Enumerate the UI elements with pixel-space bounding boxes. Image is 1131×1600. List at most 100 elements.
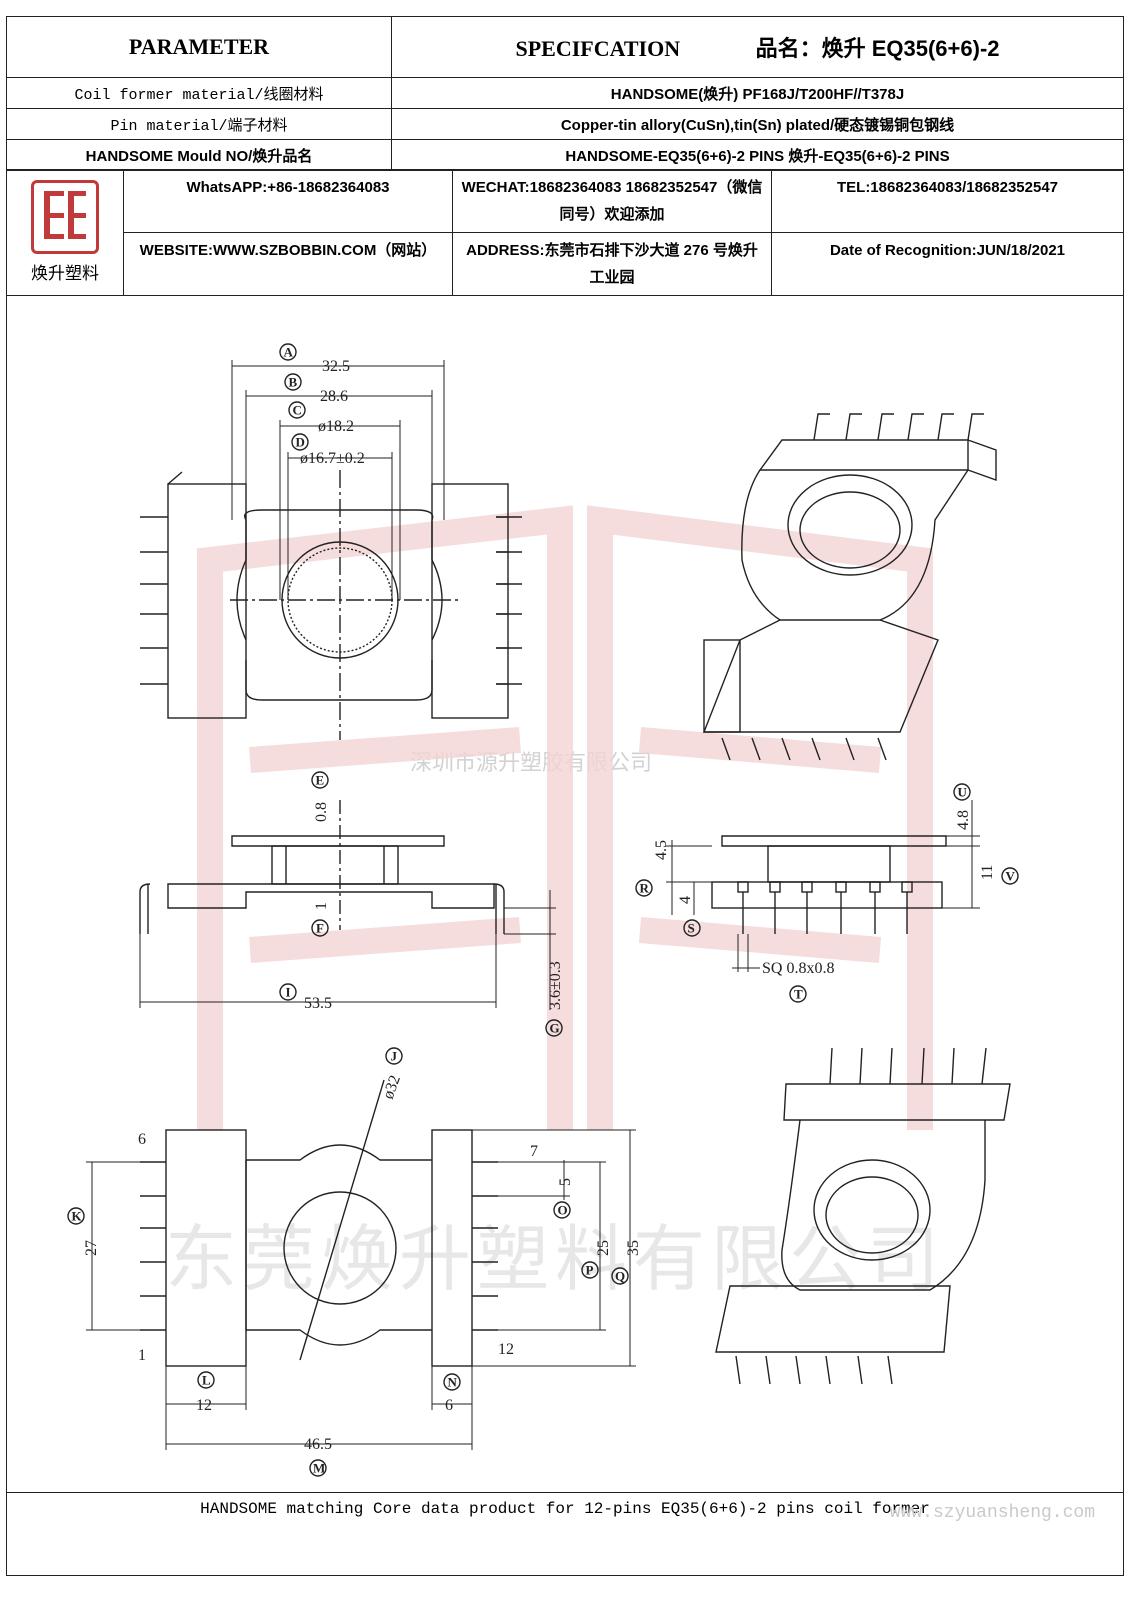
dim-c-value: ø18.2 (318, 418, 354, 435)
svg-text:I: I (286, 985, 291, 1000)
dim-v-value: 11 (979, 865, 996, 880)
marker-c: C (288, 401, 306, 419)
marker-e: E (311, 771, 329, 789)
pin-material-value: Copper-tin allory(CuSn),tin(Sn) plated/硬… (391, 108, 1124, 140)
svg-text:U: U (958, 785, 968, 800)
side-view (139, 800, 556, 1010)
marker-q: Q (611, 1267, 629, 1285)
mould-no-value: HANDSOME-EQ35(6+6)-2 PINS 焕升-EQ35(6+6)-2… (391, 139, 1124, 171)
watermark-logo (197, 505, 933, 1130)
marker-n: N (443, 1373, 461, 1391)
svg-text:R: R (640, 881, 650, 896)
marker-d: D (291, 433, 309, 451)
svg-text:A: A (284, 345, 294, 360)
dim-m-value: 46.5 (304, 1436, 332, 1453)
svg-text:S: S (688, 921, 695, 936)
top-view-pins (140, 516, 522, 685)
bottom-view-pins (140, 1161, 498, 1331)
marker-l: L (197, 1371, 215, 1389)
company-logo (31, 180, 99, 254)
footer-note: HANDSOME matching Core data product for … (6, 1492, 1124, 1525)
dim-j-value: ø32 (380, 1073, 404, 1101)
pin-7-label: 7 (530, 1143, 538, 1160)
logo-cell: 焕升塑料 (6, 169, 124, 296)
reference-markers: A B C D E F G I J K L M N O P Q R S T U … (67, 343, 1019, 1477)
parameter-heading: PARAMETER (6, 16, 392, 78)
coil-material-value: HANDSOME(焕升) PF168J/T200HF//T378J (391, 77, 1124, 109)
dim-b-value: 28.6 (320, 388, 348, 405)
technical-drawing: 32.5 28.6 ø18.2 ø16.7±0.2 53.5 12 6 46.5… (67, 343, 1019, 1477)
svg-text:C: C (293, 403, 302, 418)
iso-view-top (702, 413, 997, 761)
header-table: PARAMETER SPECIFCATION 品名：焕升 EQ35(6+6)-2… (6, 16, 1124, 171)
company-info-table: 焕升塑料 WhatsAPP:+86-18682364083 WECHAT:186… (6, 169, 1124, 296)
dim-d-value: ø16.7±0.2 (300, 450, 365, 467)
whatsapp: WhatsAPP:+86-18682364083 (123, 169, 453, 233)
specification-heading: SPECIFCATION (515, 36, 681, 61)
dimension-labels: 32.5 28.6 ø18.2 ø16.7±0.2 53.5 12 6 46.5… (83, 358, 996, 1453)
marker-v: V (1001, 867, 1019, 885)
telephone: TEL:18682364083/18682352547 (771, 169, 1124, 233)
dim-e-value: 0.8 (313, 802, 330, 822)
dim-s-value: 4 (677, 896, 694, 904)
dim-o-value: 5 (557, 1178, 574, 1186)
svg-text:T: T (794, 987, 803, 1002)
svg-text:D: D (296, 435, 305, 450)
pin-1-label: 1 (138, 1347, 146, 1364)
marker-r: R (635, 879, 653, 897)
recognition-date: Date of Recognition:JUN/18/2021 (771, 232, 1124, 296)
product-name: 品名：焕升 EQ35(6+6)-2 (755, 36, 1000, 61)
dim-p-value: 25 (595, 1240, 612, 1256)
svg-text:J: J (391, 1049, 398, 1064)
svg-text:E: E (316, 773, 325, 788)
svg-text:O: O (558, 1203, 568, 1218)
svg-text:F: F (316, 921, 324, 936)
marker-i: I (279, 983, 297, 1001)
svg-text:V: V (1006, 869, 1016, 884)
marker-a: A (279, 343, 297, 361)
marker-o: O (553, 1201, 571, 1219)
marker-j: J (385, 1047, 403, 1065)
dim-q-value: 35 (625, 1240, 642, 1256)
marker-s: S (683, 919, 701, 937)
dim-l-value: 12 (196, 1397, 212, 1414)
dim-u-value: 4.8 (955, 810, 972, 830)
svg-text:K: K (72, 1209, 83, 1224)
dim-k-value: 27 (83, 1240, 100, 1256)
end-view (666, 800, 980, 972)
marker-m: M (309, 1459, 327, 1477)
marker-p: P (581, 1261, 599, 1279)
logo-caption: 焕升塑料 (31, 264, 99, 283)
dim-n-value: 6 (445, 1397, 453, 1414)
end-view-pins (737, 881, 913, 934)
marker-g: G (545, 1019, 563, 1037)
svg-text:G: G (550, 1021, 560, 1036)
pin-material-label: Pin material/端子材料 (6, 108, 392, 140)
svg-text:L: L (202, 1373, 211, 1388)
pin-6-label: 6 (138, 1131, 146, 1148)
dim-g-value: 3.6±0.3 (547, 961, 564, 1010)
spec-heading-cell: SPECIFCATION 品名：焕升 EQ35(6+6)-2 (391, 16, 1124, 78)
dim-i-value: 53.5 (304, 995, 332, 1012)
marker-b: B (284, 373, 302, 391)
svg-text:B: B (289, 375, 298, 390)
svg-text:P: P (586, 1263, 594, 1278)
top-view (140, 360, 522, 740)
dim-r-value: 4.5 (653, 840, 670, 860)
marker-u: U (953, 783, 971, 801)
svg-text:N: N (448, 1375, 458, 1390)
mould-no-label: HANDSOME Mould NO/焕升品名 (6, 139, 392, 171)
pin-12-label: 12 (498, 1341, 514, 1358)
svg-text:Q: Q (615, 1269, 625, 1284)
coil-material-label: Coil former material/线圈材料 (6, 77, 392, 109)
iso-view-bottom (715, 1047, 1011, 1385)
svg-text:M: M (313, 1461, 325, 1476)
wechat: WECHAT:18682364083 18682352547（微信同号）欢迎添加 (452, 169, 772, 233)
address: ADDRESS:东莞市石排下沙大道 276 号焕升工业园 (452, 232, 772, 296)
website: WEBSITE:WWW.SZBOBBIN.COM（网站） (123, 232, 453, 296)
dim-t-value: SQ 0.8x0.8 (762, 960, 834, 977)
dim-a-value: 32.5 (322, 358, 350, 375)
marker-t: T (789, 985, 807, 1003)
dim-f-value: 1 (313, 902, 330, 910)
bottom-view (86, 1079, 636, 1450)
